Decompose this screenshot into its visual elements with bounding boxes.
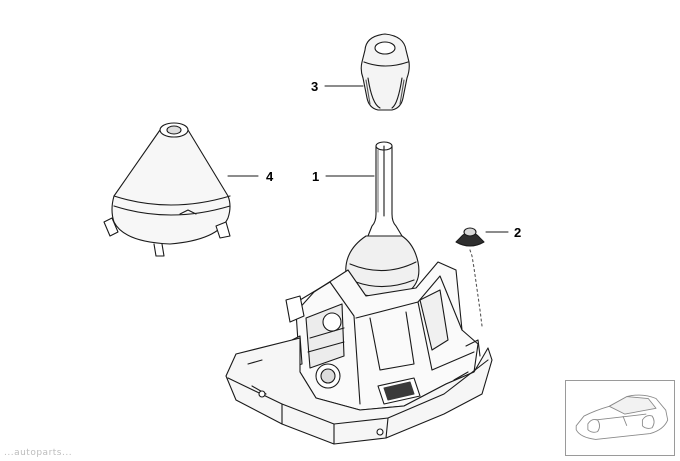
watermark-text: ...autoparts... [4, 448, 73, 458]
shift-knob-drawing [360, 33, 410, 111]
callout-1: 1 [312, 169, 320, 184]
callout-4: 4 [266, 169, 274, 184]
grommet-drawing [455, 227, 485, 327]
shift-lever-drawing [367, 141, 403, 237]
car-outline-icon [575, 394, 669, 440]
vehicle-thumbnail [565, 380, 675, 456]
shift-housing-drawing [225, 235, 493, 445]
shift-boot-drawing [103, 122, 231, 257]
callout-3: 3 [311, 79, 319, 94]
callout-2: 2 [514, 225, 522, 240]
